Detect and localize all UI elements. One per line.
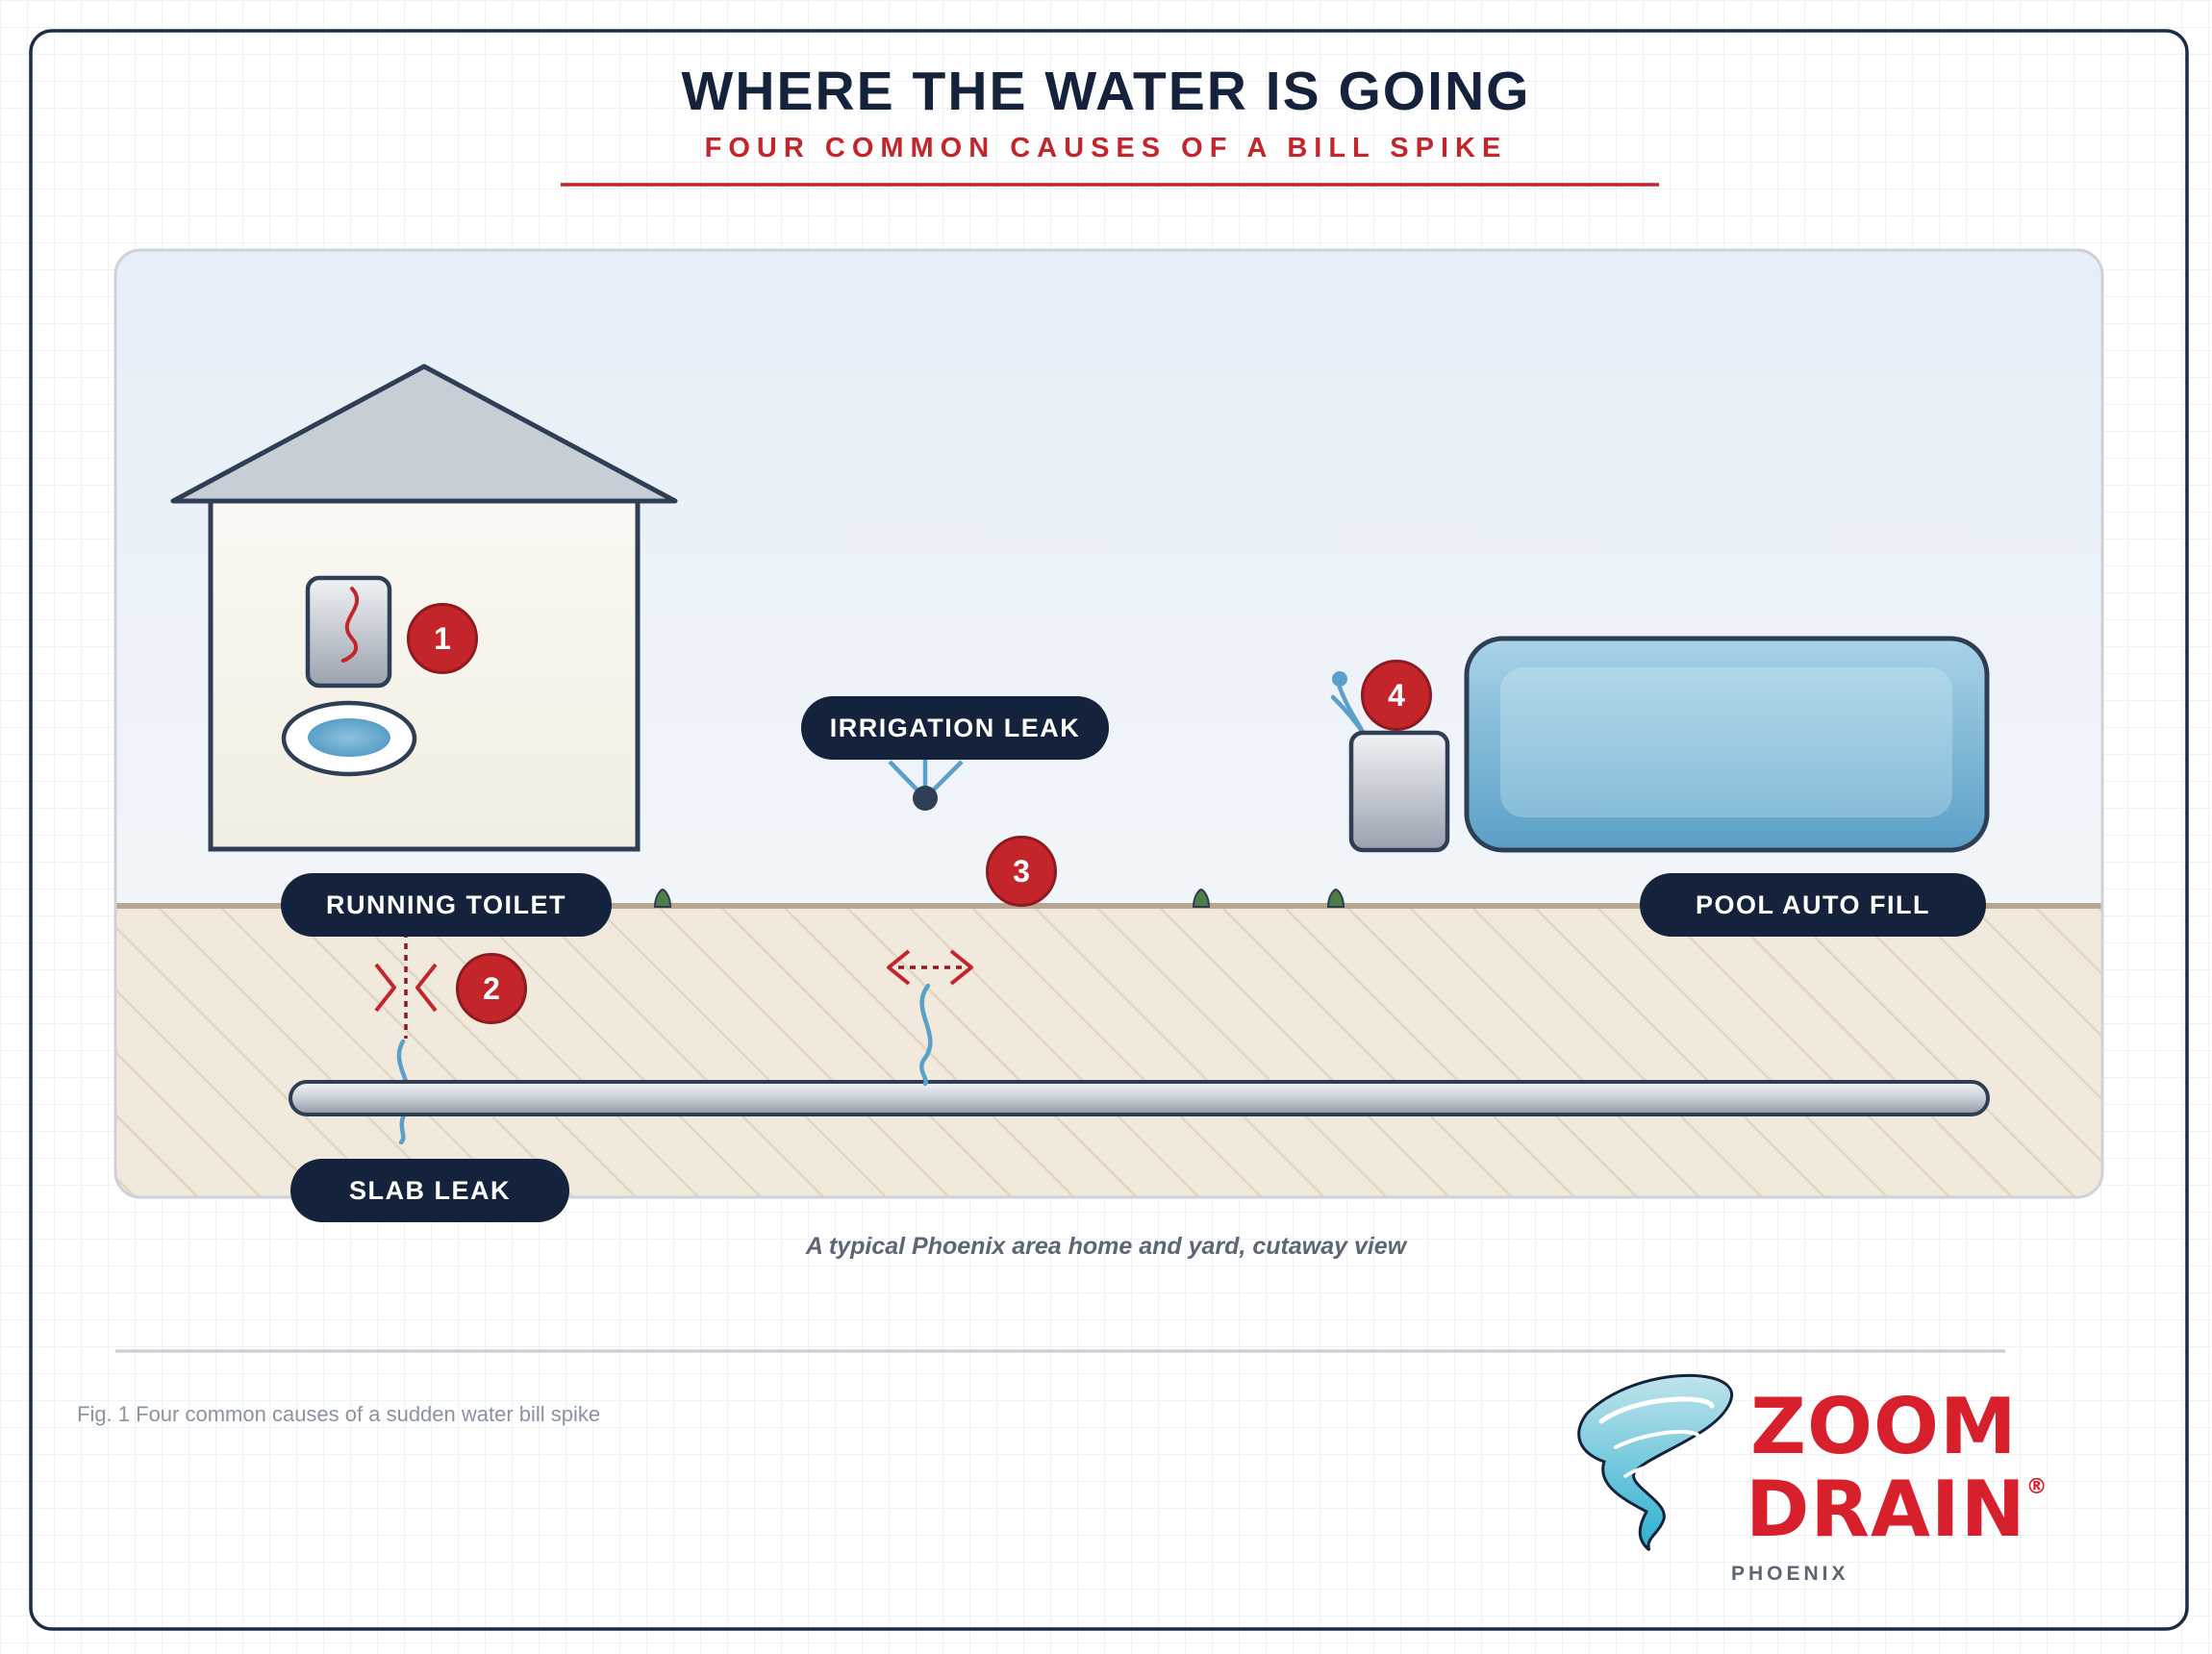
irrigation-leak-marker	[887, 949, 973, 1087]
logo-word-zoom: ZOOM	[1750, 1382, 2018, 1471]
logo-word-drain: DRAIN®	[1746, 1471, 2049, 1548]
house-icon	[170, 363, 678, 852]
tornado-logo-icon	[1577, 1373, 1733, 1552]
badge-1: 1	[407, 603, 478, 674]
scene-border	[113, 248, 2104, 1199]
diagram-caption: A typical Phoenix area home and yard, cu…	[805, 1233, 1407, 1260]
label-pool-auto-fill: POOL AUTO FILL	[1640, 873, 1986, 937]
badge-3: 3	[986, 836, 1057, 907]
logo-location: PHOENIX	[1731, 1563, 1849, 1585]
pool-filler-icon	[1330, 671, 1450, 853]
logo-drain-text: DRAIN	[1746, 1465, 2026, 1554]
label-slab-leak: SLAB LEAK	[290, 1159, 569, 1222]
page-title: WHERE THE WATER IS GOING	[681, 61, 1531, 122]
pipe-icon	[289, 1080, 1990, 1116]
badge-4: 4	[1361, 660, 1432, 731]
pool-icon	[1464, 636, 1990, 853]
toilet-icon	[281, 575, 417, 777]
label-running-toilet: RUNNING TOILET	[281, 873, 612, 937]
label-irrigation-leak: IRRIGATION LEAK	[801, 696, 1109, 760]
logo-registered-mark: ®	[2025, 1475, 2049, 1499]
outer-frame	[29, 29, 2189, 1631]
figure-caption: Fig. 1 Four common causes of a sudden wa…	[77, 1402, 601, 1426]
page-subtitle: FOUR COMMON CAUSES OF A BILL SPIKE	[704, 133, 1508, 163]
grass-sprouts	[653, 888, 1345, 908]
soil	[115, 906, 2102, 1197]
badge-2: 2	[456, 953, 527, 1024]
